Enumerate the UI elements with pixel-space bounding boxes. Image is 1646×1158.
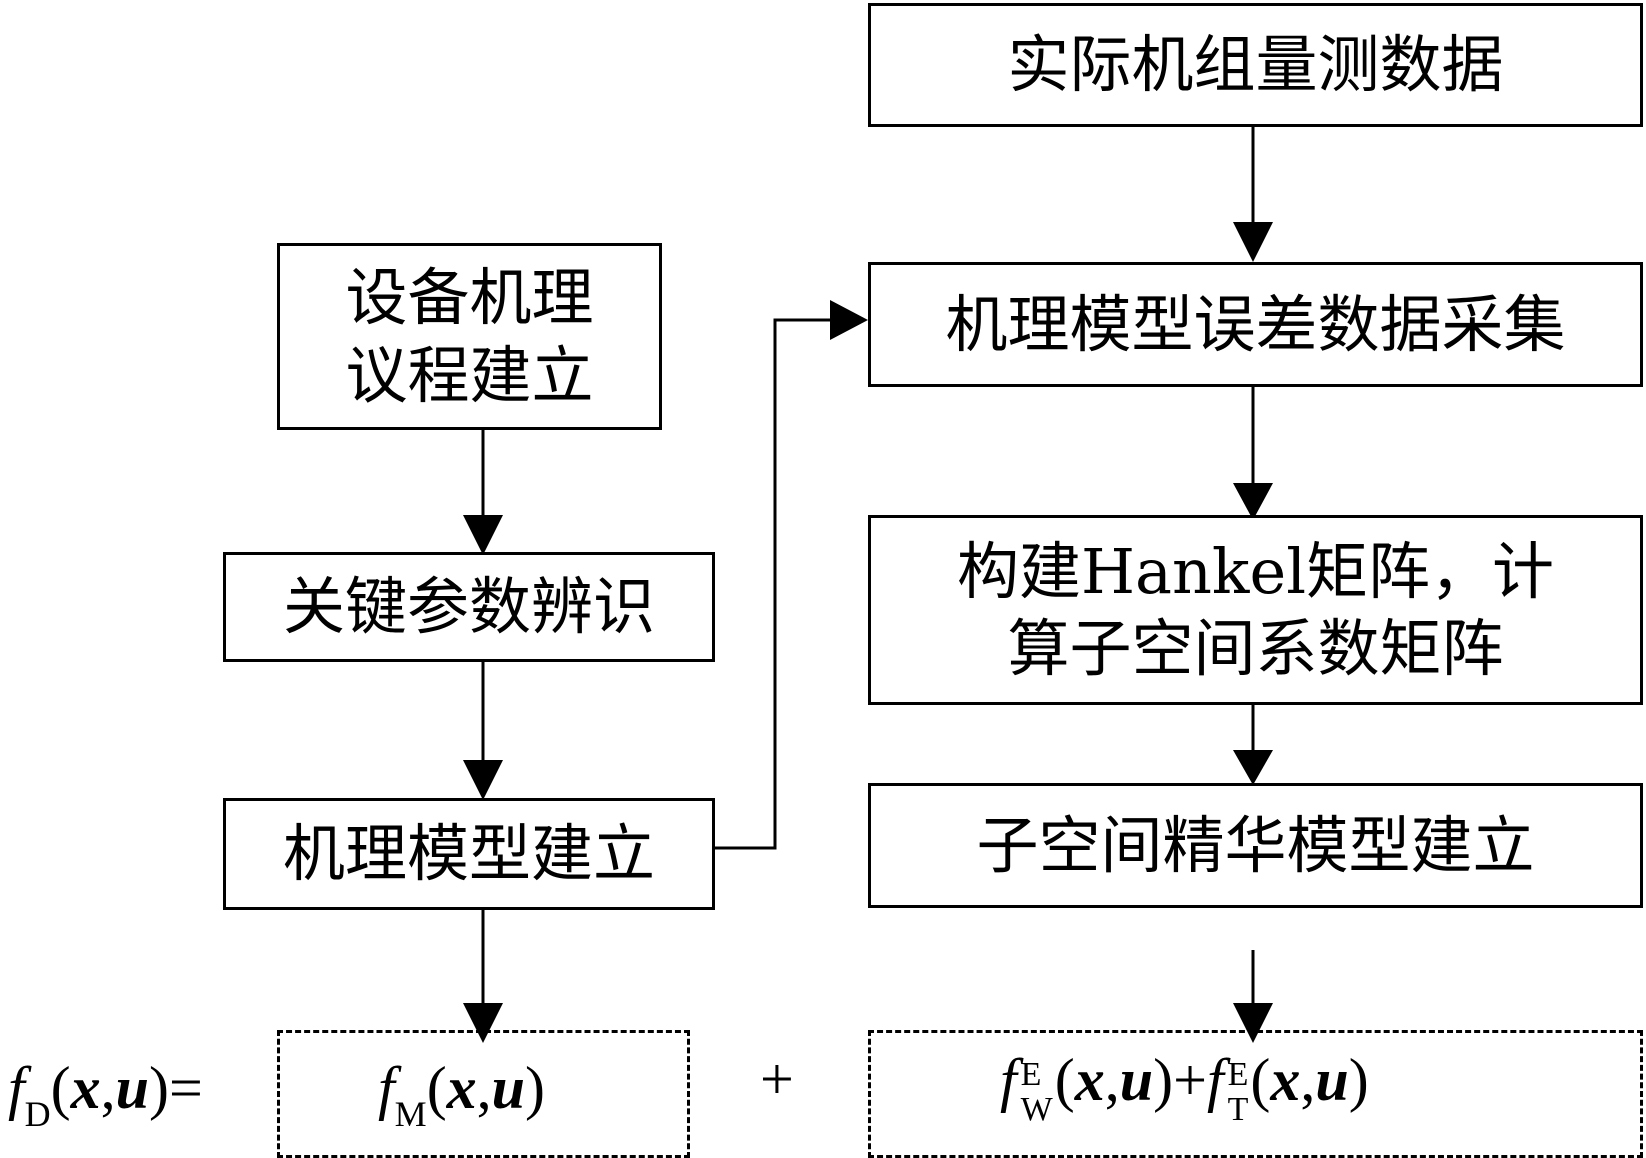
f-symbol: f bbox=[8, 1055, 25, 1121]
mechanism-protocol-box: 设备机理 议程建立 bbox=[277, 243, 662, 430]
x-symbol: x bbox=[70, 1055, 101, 1121]
u-symbol: u bbox=[1315, 1047, 1349, 1113]
fd-formula: fD(x,u)= bbox=[8, 1055, 203, 1132]
param-identification-box: 关键参数辨识 bbox=[223, 552, 715, 662]
arrowhead bbox=[463, 515, 503, 555]
mechanism-model-label: 机理模型建立 bbox=[282, 817, 655, 891]
arrow-model-to-error bbox=[715, 318, 835, 850]
hankel-label-line-2: 算子空间系数矩阵 bbox=[1007, 612, 1504, 685]
close-paren: ) bbox=[525, 1055, 546, 1121]
comma: , bbox=[100, 1055, 116, 1121]
equals-sign: = bbox=[169, 1055, 203, 1121]
error-collection-box: 机理模型误差数据采集 bbox=[868, 262, 1643, 387]
u-symbol: u bbox=[1119, 1047, 1154, 1113]
w-subscript: W bbox=[1020, 1091, 1053, 1129]
x-symbol: x bbox=[1270, 1047, 1301, 1113]
hankel-label-line-1: 构建Hankel矩阵，计 bbox=[956, 534, 1555, 608]
arrowhead bbox=[1233, 750, 1273, 785]
f-symbol: f bbox=[378, 1055, 395, 1121]
subspace-model-label: 子空间精华模型建立 bbox=[976, 808, 1535, 882]
param-identification-label: 关键参数辨识 bbox=[282, 570, 655, 644]
open-paren: ( bbox=[50, 1055, 71, 1121]
hankel-box: 构建Hankel矩阵，计 算子空间系数矩阵 bbox=[868, 515, 1643, 705]
m-subscript: M bbox=[394, 1094, 427, 1134]
open-paren: ( bbox=[1054, 1047, 1075, 1113]
arrowhead bbox=[1233, 483, 1273, 520]
e-superscript: E bbox=[1020, 1055, 1042, 1093]
open-paren: ( bbox=[426, 1055, 447, 1121]
arrowhead bbox=[463, 760, 503, 800]
u-symbol: u bbox=[115, 1055, 150, 1121]
e-superscript: E bbox=[1227, 1055, 1249, 1093]
mechanism-protocol-line-2: 议程建立 bbox=[345, 338, 594, 412]
mechanism-protocol-line-1: 设备机理 bbox=[345, 261, 594, 334]
arrowhead bbox=[1233, 222, 1273, 262]
comma: , bbox=[476, 1055, 492, 1121]
comma: , bbox=[1300, 1047, 1316, 1113]
x-symbol: x bbox=[446, 1055, 477, 1121]
arrowhead bbox=[463, 1003, 503, 1043]
measured-data-label: 实际机组量测数据 bbox=[1007, 28, 1504, 102]
x-symbol: x bbox=[1074, 1047, 1105, 1113]
fm-formula: fM(x,u) bbox=[378, 1055, 546, 1132]
plus-sign: + bbox=[760, 1046, 794, 1112]
t-subscript: T bbox=[1227, 1091, 1249, 1129]
subspace-model-box: 子空间精华模型建立 bbox=[868, 783, 1643, 908]
comma: , bbox=[1104, 1047, 1120, 1113]
close-paren: ) bbox=[149, 1055, 170, 1121]
error-collection-label: 机理模型误差数据采集 bbox=[945, 287, 1566, 361]
fe-dashed-box bbox=[868, 1030, 1643, 1158]
arrowhead bbox=[830, 300, 868, 340]
fm-dashed-box bbox=[277, 1030, 690, 1158]
measured-data-box: 实际机组量测数据 bbox=[868, 3, 1643, 127]
mechanism-model-box: 机理模型建立 bbox=[223, 798, 715, 910]
close-paren: ) bbox=[1153, 1047, 1174, 1113]
plus-inline: + bbox=[1173, 1047, 1207, 1113]
d-subscript: D bbox=[24, 1094, 51, 1134]
arrowhead bbox=[1233, 1003, 1273, 1043]
f-symbol: f bbox=[1206, 1047, 1224, 1113]
open-paren: ( bbox=[1250, 1047, 1271, 1113]
u-symbol: u bbox=[491, 1055, 526, 1121]
f-symbol: f bbox=[1000, 1047, 1017, 1113]
close-paren: ) bbox=[1348, 1047, 1369, 1113]
